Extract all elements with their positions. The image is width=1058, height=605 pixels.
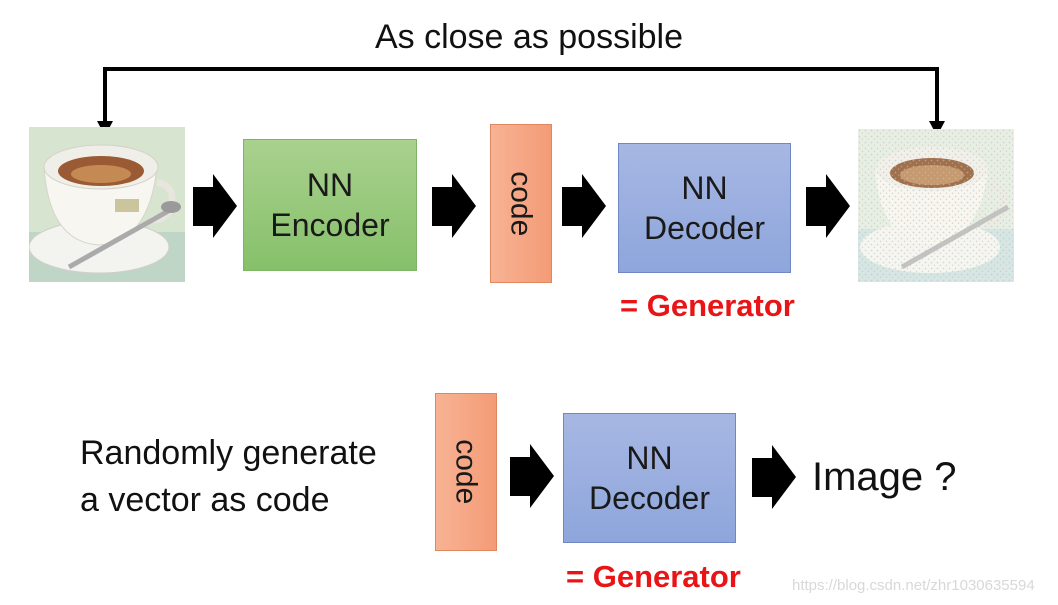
right-arrow-icon	[510, 444, 554, 508]
coffee-cup-input-image	[29, 127, 185, 282]
right-arrow-icon	[193, 174, 237, 238]
decoder-top-label-line1: NN	[681, 170, 728, 206]
random-vector-text: Randomly generate a vector as code	[80, 430, 377, 524]
nn-encoder-box: NN Encoder	[243, 139, 417, 271]
nn-decoder-box-bottom: NN Decoder	[563, 413, 736, 543]
decoder-top-label-line2: Decoder	[644, 210, 765, 246]
top-caption: As close as possible	[374, 18, 684, 56]
right-arrow-icon	[562, 174, 606, 238]
encoder-label-line1: NN	[306, 167, 354, 203]
decoder-bottom-label-line1: NN	[626, 440, 673, 476]
encoder-label-line2: Encoder	[270, 207, 390, 243]
output-image-question: Image ?	[812, 455, 957, 499]
random-text-line2: a vector as code	[80, 480, 330, 519]
feedback-arrowhead-right	[929, 121, 945, 136]
right-arrow-icon	[432, 174, 476, 238]
nn-decoder-box-top: NN Decoder	[618, 143, 791, 273]
coffee-cup-output-image	[858, 129, 1014, 282]
code-box-top: code	[490, 124, 552, 283]
feedback-line	[103, 67, 939, 130]
right-arrow-icon	[752, 445, 796, 509]
random-text-line1: Randomly generate	[80, 434, 377, 472]
generator-label-top: = Generator	[620, 288, 795, 323]
code-label-top: code	[504, 170, 538, 237]
right-arrow-icon	[806, 174, 850, 238]
code-box-bottom: code	[435, 393, 497, 551]
code-label-bottom: code	[449, 439, 483, 505]
generator-label-bottom: = Generator	[566, 559, 741, 594]
decoder-bottom-label-line2: Decoder	[589, 480, 710, 516]
watermark-url: https://blog.csdn.net/zhr1030635594	[792, 577, 1035, 594]
